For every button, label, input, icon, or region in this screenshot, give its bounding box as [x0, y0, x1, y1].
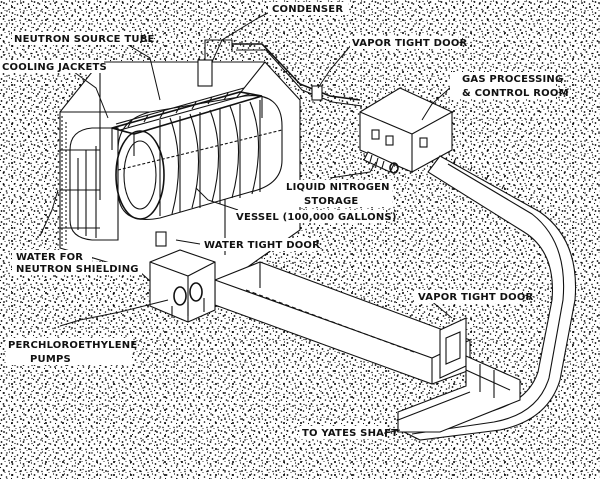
label-vapor-tight-door-right: VAPOR TIGHT DOOR [418, 292, 534, 303]
yates-drift [397, 355, 521, 433]
label-perchloroethylene: PERCHLOROETHYLENE [8, 340, 137, 351]
label-nitrogen-storage: STORAGE [304, 196, 358, 207]
catwalk-frame [109, 39, 263, 156]
label-water-for: WATER FOR [16, 252, 83, 263]
leader-lines [39, 11, 453, 435]
labels: CONDENSER NEUTRON SOURCE TUBE COOLING JA… [0, 2, 569, 439]
label-cooling-jackets: COOLING JACKETS [2, 62, 107, 73]
label-neutron-shielding: NEUTRON SHIELDING [16, 264, 139, 275]
label-gas-processing: GAS PROCESSING [462, 74, 563, 85]
label-yates-shaft: TO YATES SHAFT [302, 428, 398, 439]
label-vessel: VESSEL (100,000 GALLONS) [236, 212, 397, 223]
label-water-tight-door: WATER TIGHT DOOR [204, 240, 320, 251]
liquid-nitrogen-tank [363, 151, 399, 174]
pump-room [149, 231, 216, 323]
label-neutron-source-tube: NEUTRON SOURCE TUBE [14, 34, 155, 45]
pipe-run [232, 43, 363, 107]
access-tunnel [398, 155, 577, 441]
label-control-room: & CONTROL ROOM [462, 88, 569, 99]
label-vapor-tight-door-top: VAPOR TIGHT DOOR [352, 38, 468, 49]
label-pumps: PUMPS [30, 354, 71, 365]
label-liquid-nitrogen: LIQUID NITROGEN [286, 182, 390, 193]
label-condenser: CONDENSER [272, 4, 343, 15]
shielding-pool [69, 127, 119, 241]
lower-drift [214, 261, 471, 385]
